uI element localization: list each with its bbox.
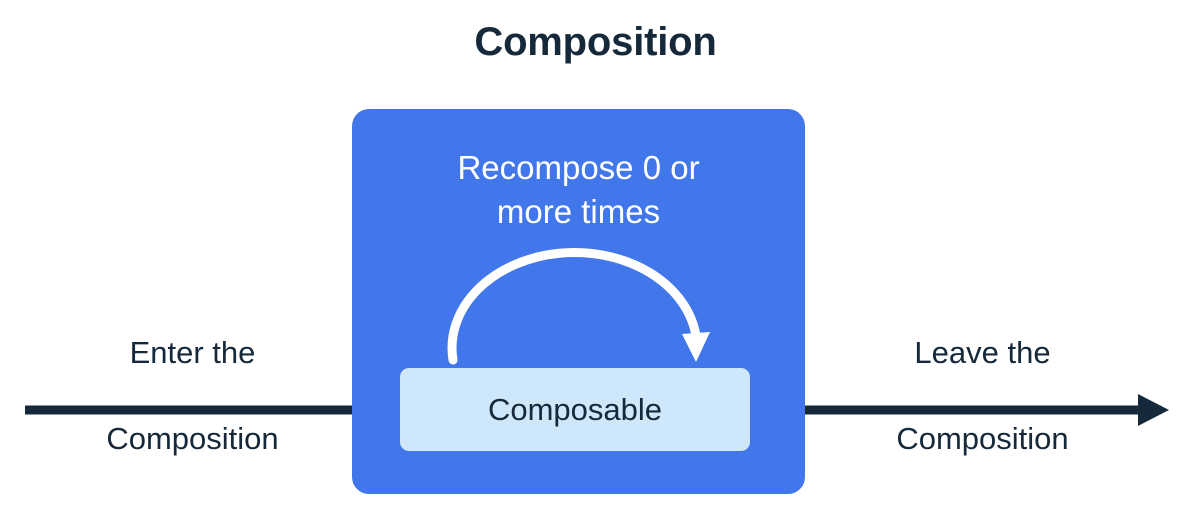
leave-composition-label: Leave the Composition <box>845 288 1120 503</box>
arrow-right-icon-leave <box>748 394 1169 426</box>
recompose-caption: Recompose 0 or more times <box>352 146 805 234</box>
recompose-caption-line-1: Recompose 0 or <box>457 149 700 186</box>
recompose-caption-line-2: more times <box>496 193 661 230</box>
enter-composition-label-line-1: Enter the <box>129 335 256 370</box>
enter-composition-label-line-2: Composition <box>106 421 279 456</box>
page-title: Composition <box>474 20 717 64</box>
loop-arrow-icon <box>447 248 710 365</box>
composable-node-label: Composable <box>487 391 663 427</box>
composable-node[interactable]: Composable <box>400 368 750 451</box>
leave-composition-label-line-1: Leave the <box>914 335 1051 370</box>
enter-composition-label: Enter the Composition <box>55 288 330 503</box>
leave-composition-label-line-2: Composition <box>896 421 1069 456</box>
